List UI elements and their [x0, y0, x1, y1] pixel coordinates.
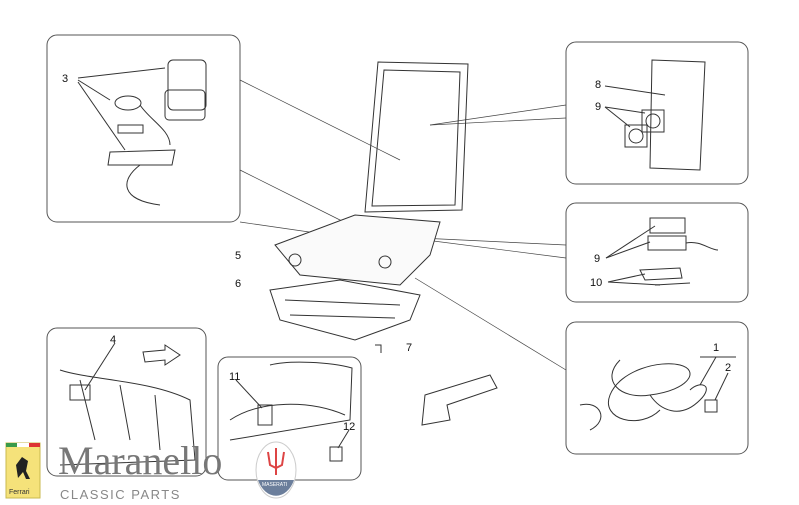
detail-box-backrest-fans: [565, 41, 749, 185]
callout-1: 1: [713, 342, 719, 354]
detail-box-fan-brackets: [565, 202, 749, 303]
seat-frame: [269, 61, 498, 426]
callout-4: 4: [110, 334, 116, 346]
callout-12: 12: [343, 421, 355, 433]
door-switch-illustration: [59, 342, 196, 466]
prancing-horse-icon: [16, 457, 30, 479]
seat-switch-illustration: [229, 361, 353, 462]
detail-box-wiring: [565, 321, 749, 455]
callout-labels: 3 8 9 5 6 9 10 4 7 1 2 11 12: [62, 73, 731, 433]
trident-icon: [267, 448, 285, 475]
callout-9-mid: 9: [594, 253, 600, 265]
callout-3: 3: [62, 73, 68, 85]
callout-8: 8: [595, 79, 601, 91]
callout-5: 5: [235, 250, 241, 262]
maranello-logo: Ferrari Maranello CLASSIC PARTS MASERATI: [5, 438, 297, 502]
callout-2: 2: [725, 362, 731, 374]
direction-arrow-icon: [421, 374, 498, 426]
callout-9-top: 9: [595, 101, 601, 113]
wiring-harness-illustration: [579, 356, 736, 431]
cables-illustration: [77, 59, 207, 206]
logo-sub: CLASSIC PARTS: [60, 487, 181, 502]
fan-brackets-illustration: [605, 217, 719, 286]
callout-11: 11: [229, 371, 240, 383]
ferrari-badge-text: Ferrari: [9, 489, 30, 496]
backrest-fans-illustration: [604, 59, 706, 171]
callout-7: 7: [406, 342, 412, 354]
maserati-badge-text: MASERATI: [262, 482, 287, 488]
callout-6: 6: [235, 278, 241, 290]
callout-10: 10: [590, 277, 602, 289]
leader-lines: [239, 79, 567, 371]
logo-brand: Maranello: [58, 438, 222, 483]
detail-box-door-switch: [46, 327, 207, 477]
detail-box-cables: [46, 34, 241, 223]
